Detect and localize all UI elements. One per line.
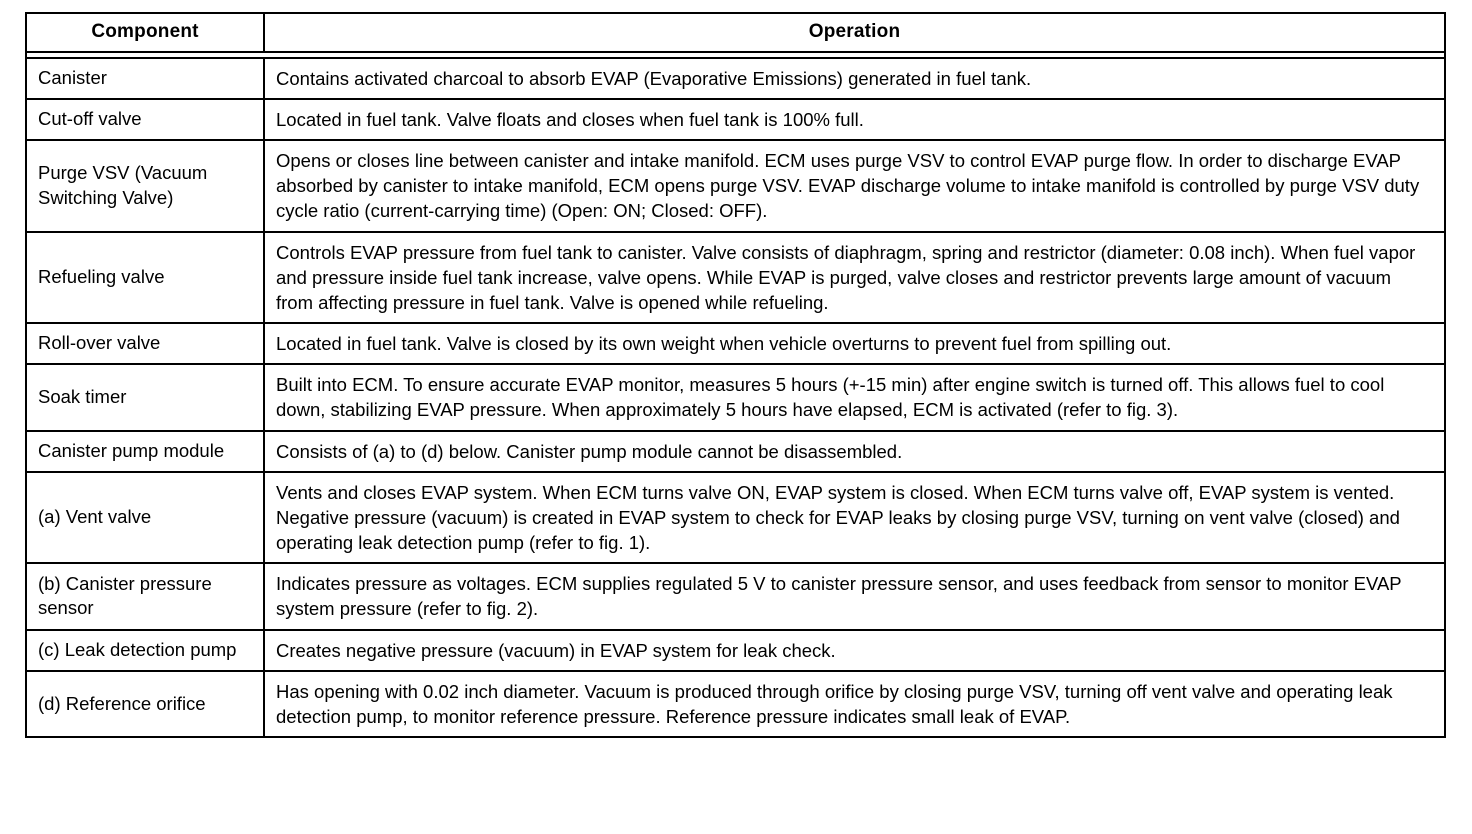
cell-component: Soak timer: [25, 363, 265, 432]
cell-operation: Creates negative pressure (vacuum) in EV…: [263, 628, 1446, 672]
cell-component: (a) Vent valve: [25, 470, 265, 565]
cell-component: (c) Leak detection pump: [25, 628, 265, 672]
header-double-rule: [25, 51, 1446, 59]
cell-operation: Indicates pressure as voltages. ECM supp…: [263, 562, 1446, 631]
header-rule-cell: [25, 51, 1446, 59]
cell-operation: Has opening with 0.02 inch diameter. Vac…: [263, 669, 1446, 738]
cell-component: Refueling valve: [25, 230, 265, 325]
cell-component: Purge VSV (Vacuum Switching Valve): [25, 139, 265, 233]
cell-operation: Built into ECM. To ensure accurate EVAP …: [263, 363, 1446, 432]
cell-component: Canister pump module: [25, 429, 265, 473]
cell-operation: Consists of (a) to (d) below. Canister p…: [263, 429, 1446, 473]
cell-operation: Contains activated charcoal to absorb EV…: [263, 56, 1446, 101]
cell-component: Cut-off valve: [25, 97, 265, 142]
cell-component: (d) Reference orifice: [25, 669, 265, 738]
cell-operation: Opens or closes line between canister an…: [263, 139, 1446, 233]
column-header-operation: Operation: [263, 12, 1446, 53]
cell-component: Canister: [25, 56, 265, 101]
cell-operation: Controls EVAP pressure from fuel tank to…: [263, 230, 1446, 325]
column-header-component: Component: [25, 12, 265, 53]
cell-component: Roll-over valve: [25, 322, 265, 366]
table-row: Purge VSV (Vacuum Switching Valve)Opens …: [25, 139, 1446, 233]
table-header-row: Component Operation: [25, 12, 1446, 53]
cell-operation: Located in fuel tank. Valve floats and c…: [263, 97, 1446, 142]
cell-operation: Vents and closes EVAP system. When ECM t…: [263, 470, 1446, 565]
cell-component: (b) Canister pressure sensor: [25, 562, 265, 631]
cell-operation: Located in fuel tank. Valve is closed by…: [263, 322, 1446, 366]
table-header: Component Operation: [25, 12, 1446, 59]
